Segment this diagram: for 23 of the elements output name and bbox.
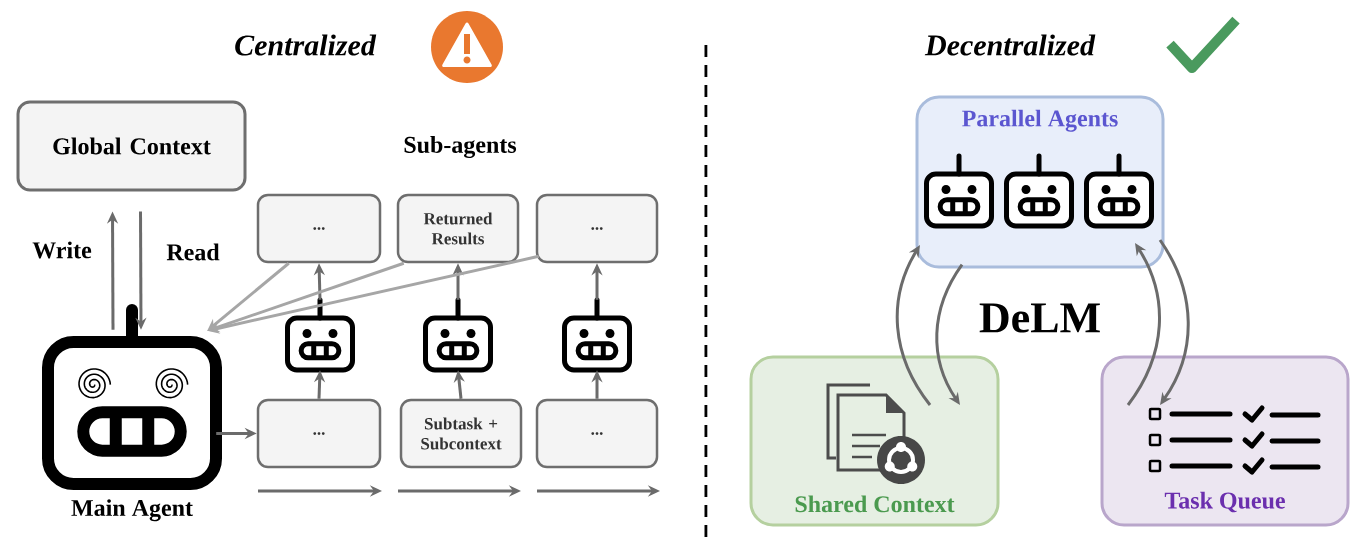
robot-icon xyxy=(423,297,493,373)
panel-box: Task Queue xyxy=(1100,355,1350,527)
diagram-label: DeLM xyxy=(979,303,1100,333)
text-box: Returned Results xyxy=(396,193,520,264)
text-box: ... xyxy=(256,398,382,469)
text-box: ... xyxy=(256,193,382,264)
text-box: ... xyxy=(535,398,659,469)
robot-icon xyxy=(562,297,632,373)
edge-label: Write xyxy=(32,241,92,259)
edge-label: Read xyxy=(166,243,220,261)
panel-box: Shared Context xyxy=(749,355,1000,527)
robot-icon xyxy=(1084,153,1154,229)
text-box: ... xyxy=(535,193,659,264)
group-label: Sub-agents xyxy=(404,136,517,158)
robot-icon xyxy=(924,153,994,229)
robot-icon xyxy=(285,297,355,373)
robot-icon xyxy=(1004,153,1074,229)
text-box: Global Context xyxy=(16,100,247,192)
title: Decentralized xyxy=(924,34,1096,56)
agent-label: Main Agent xyxy=(71,499,193,522)
arrow xyxy=(1158,239,1190,405)
title: Centralized xyxy=(235,34,377,56)
text-box: Subtask + Subcontext xyxy=(399,398,523,469)
